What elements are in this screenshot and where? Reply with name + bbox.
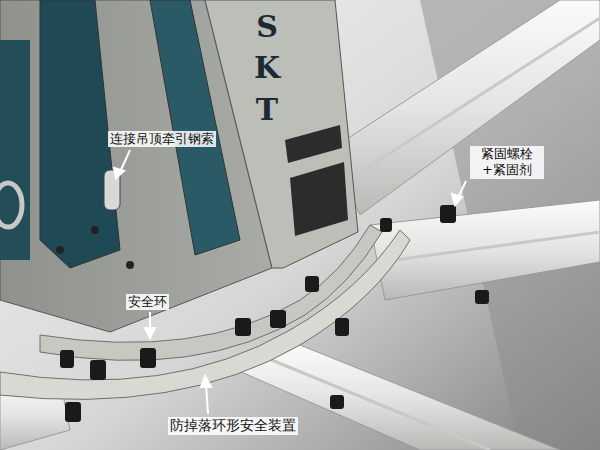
part-label: 防掉落环形安全装置 — [168, 417, 298, 435]
part-label: 紧固螺栓 +紧固剂 — [470, 146, 544, 179]
part-label: 连接吊顶牵引钢索 — [108, 131, 216, 147]
part-label: 安全环 — [126, 294, 169, 310]
brand-mark: SKT — [252, 6, 282, 130]
